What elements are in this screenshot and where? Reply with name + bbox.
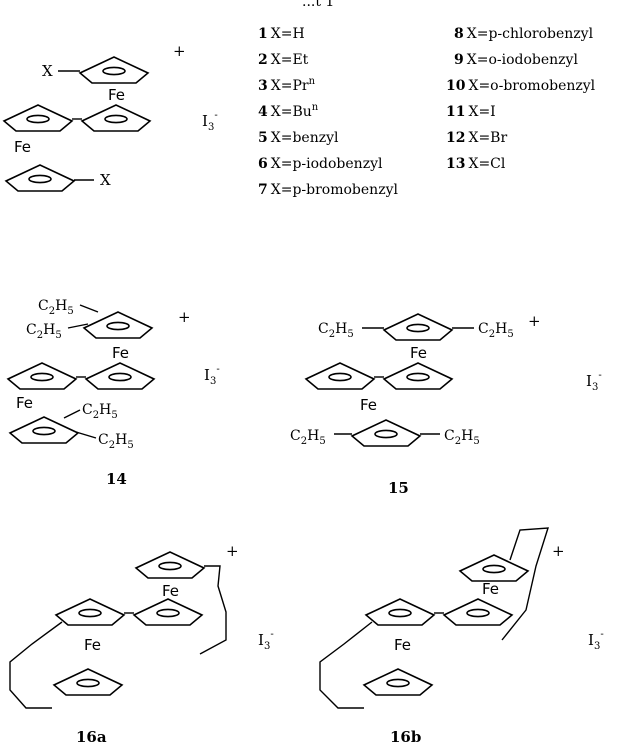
ethyl-14-c: C2H5 — [82, 402, 118, 421]
cp-14-top — [83, 311, 153, 339]
cp-14-right — [85, 362, 155, 390]
ethyl-14-d: C2H5 — [98, 432, 134, 451]
cp-16b-left — [365, 598, 435, 626]
charge-plus-16b: + — [552, 542, 565, 560]
structure-16a: + Fe Fe I3- 16a — [9, 542, 274, 746]
structure-14: C2H5 C2H5 + Fe Fe C2H5 C2H5 I3- 14 — [7, 298, 220, 488]
fe-15-1: Fe — [410, 344, 427, 362]
label-15: 15 — [388, 479, 409, 497]
charge-plus-16a: + — [226, 542, 239, 560]
x-label-top: X — [42, 62, 53, 80]
ethyl-15-c: C2H5 — [290, 428, 326, 447]
fe-16b-2: Fe — [394, 636, 411, 654]
cp-15-left — [305, 362, 375, 390]
ethyl-15-d: C2H5 — [444, 428, 480, 447]
label-14: 14 — [106, 470, 127, 488]
bond-ethyl-14-b — [67, 323, 89, 329]
bond-ethyl-14-a — [79, 304, 99, 313]
bond-ethyl-14-c — [63, 409, 81, 419]
cp-15-bottom — [351, 419, 421, 447]
charge-plus-14: + — [178, 308, 191, 326]
charge-plus-15: + — [528, 312, 541, 330]
bridge-16b-left — [319, 621, 373, 709]
cp-16b-right — [443, 598, 513, 626]
fe-14-2: Fe — [16, 394, 33, 412]
fe-15-2: Fe — [360, 396, 377, 414]
anion-label: I3- — [202, 110, 218, 133]
ethyl-14-a: C2H5 — [38, 298, 74, 317]
header-fragment: ...t 1 — [302, 0, 334, 10]
bond-ethyl-14-d — [75, 431, 97, 439]
cp-15-right — [383, 362, 453, 390]
fe-16a-2: Fe — [84, 636, 101, 654]
x-label-bottom: X — [100, 171, 111, 189]
structure-15: C2H5 C2H5 + Fe Fe C2H5 C2H5 I3- 15 — [290, 312, 602, 497]
fe-16a-1: Fe — [162, 582, 179, 600]
bridge-16a-left — [9, 621, 63, 709]
ethyl-15-a: C2H5 — [318, 321, 354, 340]
charge-plus: + — [173, 42, 186, 60]
cp-16a-top — [135, 551, 205, 579]
label-16a: 16a — [76, 728, 107, 746]
cp-ring-right — [81, 104, 151, 132]
structure-16b: + Fe Fe I3- 16b — [319, 527, 604, 746]
cp-16b-bottom — [363, 668, 433, 696]
cp-16b-top — [459, 554, 529, 582]
bridge-16a-right — [199, 565, 227, 655]
cp-16a-left — [55, 598, 125, 626]
ethyl-14-b: C2H5 — [26, 322, 62, 341]
anion-15: I3- — [586, 370, 602, 393]
anion-14: I3- — [204, 364, 220, 387]
label-16b: 16b — [390, 728, 421, 746]
fe-16b-1: Fe — [482, 580, 499, 598]
cp-14-bottom — [9, 416, 79, 444]
cp-ring-bottom — [5, 164, 75, 192]
fe-14-1: Fe — [112, 344, 129, 362]
anion-16b: I3- — [588, 629, 604, 652]
cp-ring-top — [79, 56, 149, 84]
cp-ring-left — [3, 104, 73, 132]
fe-label-1: Fe — [108, 86, 125, 104]
fe-label-2: Fe — [14, 138, 31, 156]
cp-15-top — [383, 313, 453, 341]
cp-16a-right — [133, 598, 203, 626]
structure-general: X + Fe Fe X I3- — [3, 42, 218, 192]
ethyl-15-b: C2H5 — [478, 321, 514, 340]
cp-14-left — [7, 362, 77, 390]
cp-16a-bottom — [53, 668, 123, 696]
bridge-16b-right — [501, 527, 549, 641]
anion-16a: I3- — [258, 629, 274, 652]
